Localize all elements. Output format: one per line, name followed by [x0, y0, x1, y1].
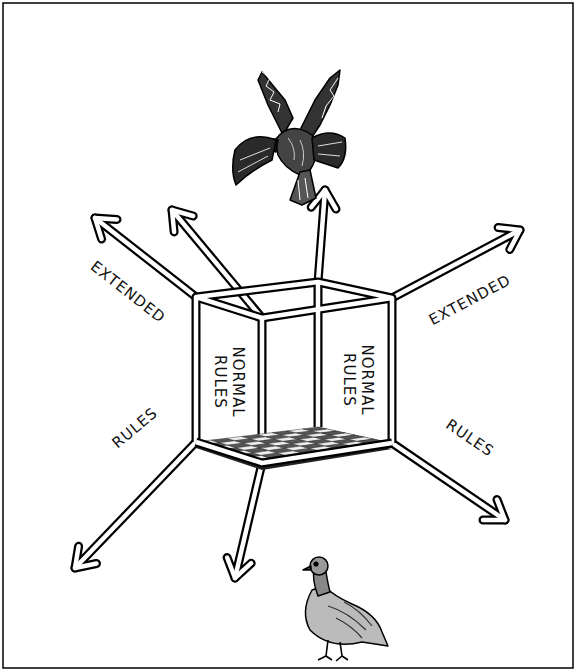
cube-frame	[196, 282, 392, 463]
extension-arrows	[75, 190, 520, 578]
rule-label: EXTENDED	[426, 271, 514, 329]
chessboard	[196, 427, 392, 463]
rule-label: NORMAL RULES	[340, 340, 376, 420]
board-edge	[196, 427, 392, 470]
rule-label: RULES	[443, 416, 498, 461]
cube-front-base	[196, 442, 392, 463]
pigeon-drawing	[303, 557, 388, 661]
rule-label: NORMAL RULES	[211, 342, 247, 422]
falcon-drawing	[233, 70, 346, 205]
rule-label: RULES	[109, 404, 162, 452]
outer-border	[3, 3, 573, 668]
